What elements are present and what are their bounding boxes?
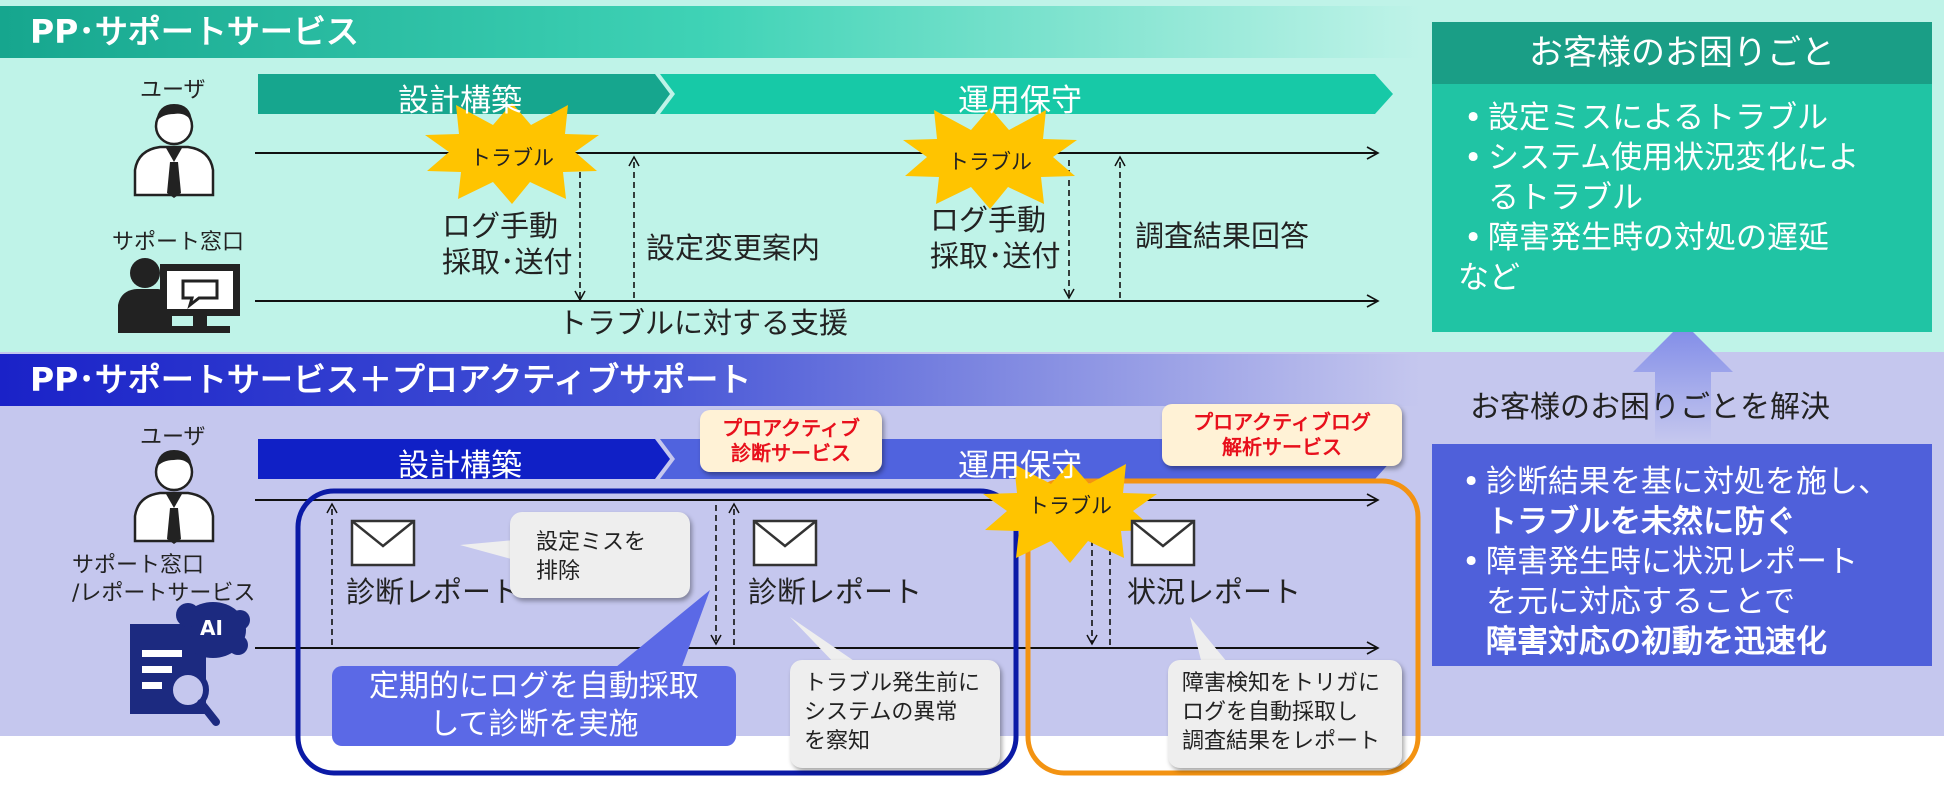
top-trouble-label-1: トラブル — [470, 146, 554, 170]
callout-pointer — [1190, 617, 1232, 668]
top-operator-icon — [118, 258, 240, 333]
top-log-manual-1-line2: 採取･送付 — [442, 245, 573, 279]
solution-panel: 診断結果を基に対処を施し、 トラブルを未然に防ぐ 障害発生時に状況レポート を元… — [1432, 444, 1932, 666]
top-phase-design: 設計構築 — [398, 83, 522, 119]
bottom-support-label-1: サポート窓口 — [72, 553, 205, 578]
ai-label: AI — [200, 616, 223, 640]
top-log-manual-2-line2: 採取･送付 — [930, 239, 1061, 273]
bottom-trouble-label: トラブル — [1028, 494, 1112, 518]
callout-pre-line2: システムの異常 — [804, 700, 958, 725]
trouble-panel-heading: お客様のお困りごと — [1432, 22, 1932, 84]
solution-1-line1: 診断結果を基に対処を施し、 — [1486, 464, 1889, 500]
top-phase-ops: 運用保守 — [958, 83, 1082, 119]
callout-pre-detection: トラブル発生前に システムの異常 を察知 — [790, 660, 1000, 768]
top-phase-ops-bar — [660, 74, 1393, 114]
up-arrow — [1633, 322, 1733, 442]
callout-setting-line1: 設定ミスを — [536, 530, 647, 555]
bottom-phase-ops: 運用保守 — [958, 448, 1082, 484]
callout-pointer — [790, 617, 860, 667]
top-log-manual-1-line1: ログ手動 — [442, 209, 559, 243]
bottom-phase-design-bar — [258, 439, 670, 479]
status-report: 状況レポート — [1127, 575, 1302, 609]
top-user-icon — [133, 104, 215, 198]
callout-fail-line2: ログを自動採取し — [1182, 700, 1359, 725]
trouble-etc: など — [1458, 260, 1520, 296]
solution-2-line1: 障害発生時に状況レポート — [1486, 544, 1858, 580]
solve-label: お客様のお困りごとを解決 — [1470, 390, 1830, 425]
solution-item-1: 診断結果を基に対処を施し、 トラブルを未然に防ぐ — [1456, 462, 1922, 542]
solution-2-line3: 障害対応の初動を迅速化 — [1486, 624, 1827, 660]
callout-fail-line1: 障害検知をトリガに — [1182, 671, 1381, 696]
bottom-section-title: PP･サポートサービス＋プロアクティブサポート — [0, 354, 1420, 406]
solution-2-line2: を元に対応することで — [1486, 584, 1796, 620]
callout-failure-report: 障害検知をトリガに ログを自動採取し 調査結果をレポート — [1168, 660, 1402, 768]
bottom-user-icon — [133, 450, 215, 544]
top-trouble-label-2: トラブル — [948, 150, 1032, 174]
callout-fail-line3: 調査結果をレポート — [1182, 729, 1381, 754]
callout-pre-line1: トラブル発生前に — [804, 671, 981, 696]
callout-setting-error: 設定ミスを 排除 — [510, 512, 690, 598]
top-setting-change-text: 設定変更案内 — [646, 231, 821, 265]
log-analysis-frame — [1025, 478, 1421, 776]
top-user-label: ユーザ — [140, 78, 206, 103]
solution-1-line2: トラブルを未然に防ぐ — [1486, 504, 1796, 540]
top-section-title: PP･サポートサービス — [0, 6, 1420, 58]
top-phase-design-bar — [258, 74, 670, 114]
top-trouble-burst-1 — [425, 103, 599, 204]
bottom-user-label: ユーザ — [140, 425, 206, 450]
periodic-pointer — [610, 590, 710, 672]
tag-diag-line2: 診断サービス — [731, 441, 851, 465]
top-support-label: サポート窓口 — [112, 230, 245, 255]
solution-item-2: 障害発生時に状況レポート を元に対応することで 障害対応の初動を迅速化 — [1456, 542, 1922, 662]
envelope-icon — [1130, 519, 1196, 567]
periodic-line2: して診断を実施 — [429, 707, 639, 742]
tag-log-line1: プロアクティブログ — [1193, 410, 1371, 434]
tag-proactive-diagnosis: プロアクティブ 診断サービス — [700, 410, 882, 472]
envelope-icon — [350, 519, 416, 567]
diagnosis-report-2: 診断レポート — [748, 575, 923, 609]
top-support-text: トラブルに対する支援 — [558, 306, 849, 340]
trouble-item-2-line2: るトラブル — [1488, 180, 1643, 216]
bottom-trouble-burst — [983, 462, 1157, 563]
top-log-manual-2-line1: ログ手動 — [930, 203, 1047, 237]
periodic-diagnosis-box: 定期的にログを自動採取 して診断を実施 — [332, 666, 736, 746]
trouble-item-3: 障害発生時の対処の遅延 — [1458, 218, 1922, 258]
periodic-line1: 定期的にログを自動採取 — [369, 669, 699, 704]
ai-report-icon — [130, 602, 250, 726]
envelope-icon — [752, 519, 818, 567]
tag-proactive-log-analysis: プロアクティブログ 解析サービス — [1162, 404, 1402, 466]
tag-diag-line1: プロアクティブ — [722, 416, 860, 440]
tag-log-line2: 解析サービス — [1222, 435, 1342, 459]
top-investigation-text: 調査結果回答 — [1135, 219, 1310, 253]
callout-setting-line2: 排除 — [536, 559, 581, 584]
trouble-item-1: 設定ミスによるトラブル — [1458, 98, 1922, 138]
periodic-diagnosis-frame — [295, 488, 1019, 776]
top-trouble-burst-2 — [903, 108, 1077, 209]
trouble-item-2-line1: システム使用状況変化によ — [1488, 140, 1860, 176]
bottom-support-label-2: /レポートサービス — [72, 581, 256, 606]
bottom-phase-design: 設計構築 — [398, 448, 522, 484]
diagnosis-report-1: 診断レポート — [346, 575, 521, 609]
callout-pre-line3: を察知 — [804, 729, 871, 754]
callout-pointer — [460, 540, 515, 560]
